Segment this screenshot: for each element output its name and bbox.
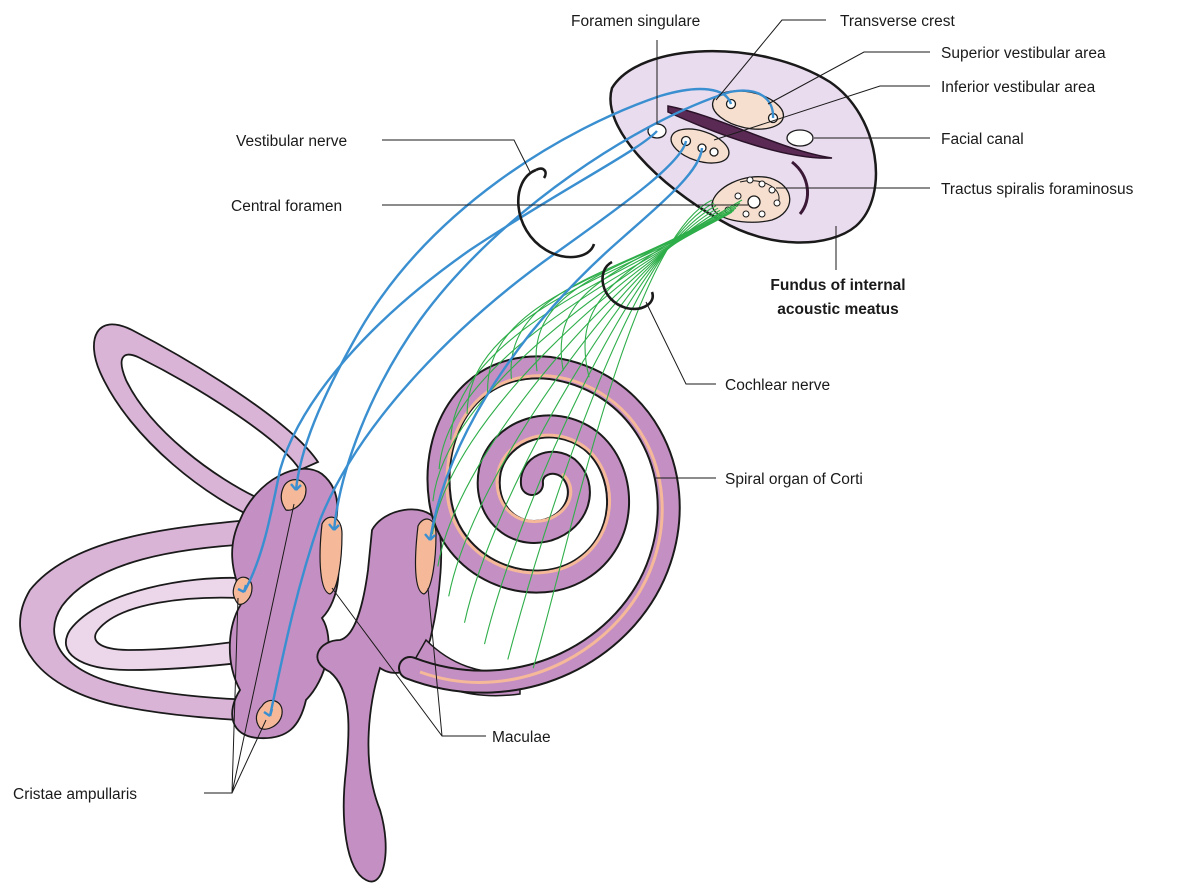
central-foramen <box>748 196 760 208</box>
vestibular-nerve-sheath <box>518 170 594 257</box>
labels: Foramen singulare Transverse crest Super… <box>13 13 1134 803</box>
label-spiral-organ: Spiral organ of Corti <box>725 471 863 488</box>
cochlear-fiber <box>451 213 730 439</box>
cochlear-fiber <box>585 200 742 377</box>
label-fundus-line2: acoustic meatus <box>777 301 898 318</box>
lateral-semicircular-canal <box>66 578 248 670</box>
leader-cochlear-nerve <box>646 302 716 384</box>
label-vestibular-nerve: Vestibular nerve <box>236 133 347 150</box>
label-transverse-crest: Transverse crest <box>840 13 956 30</box>
label-tractus-spiralis-foraminosus: Tractus spiralis foraminosus <box>941 181 1134 198</box>
label-facial-canal: Facial canal <box>941 131 1024 148</box>
label-maculae: Maculae <box>492 729 551 746</box>
cochlear-duct <box>410 367 669 682</box>
label-inferior-vestibular-area: Inferior vestibular area <box>941 79 1096 96</box>
leader-vestibular-nerve <box>382 140 530 172</box>
label-foramen-singulare: Foramen singulare <box>571 13 700 30</box>
label-superior-vestibular-area: Superior vestibular area <box>941 45 1106 62</box>
cochlear-fiber <box>561 203 740 371</box>
utricle <box>230 469 339 738</box>
label-cochlear-nerve: Cochlear nerve <box>725 377 830 394</box>
macula-utricle <box>320 517 342 594</box>
label-cristae-ampullaris: Cristae ampullaris <box>13 786 137 803</box>
label-central-foramen: Central foramen <box>231 198 342 215</box>
cochlear-fiber <box>449 210 720 596</box>
label-fundus-line1: Fundus of internal <box>770 277 905 294</box>
nerve-sheaths <box>518 169 652 309</box>
facial-canal <box>787 130 813 146</box>
